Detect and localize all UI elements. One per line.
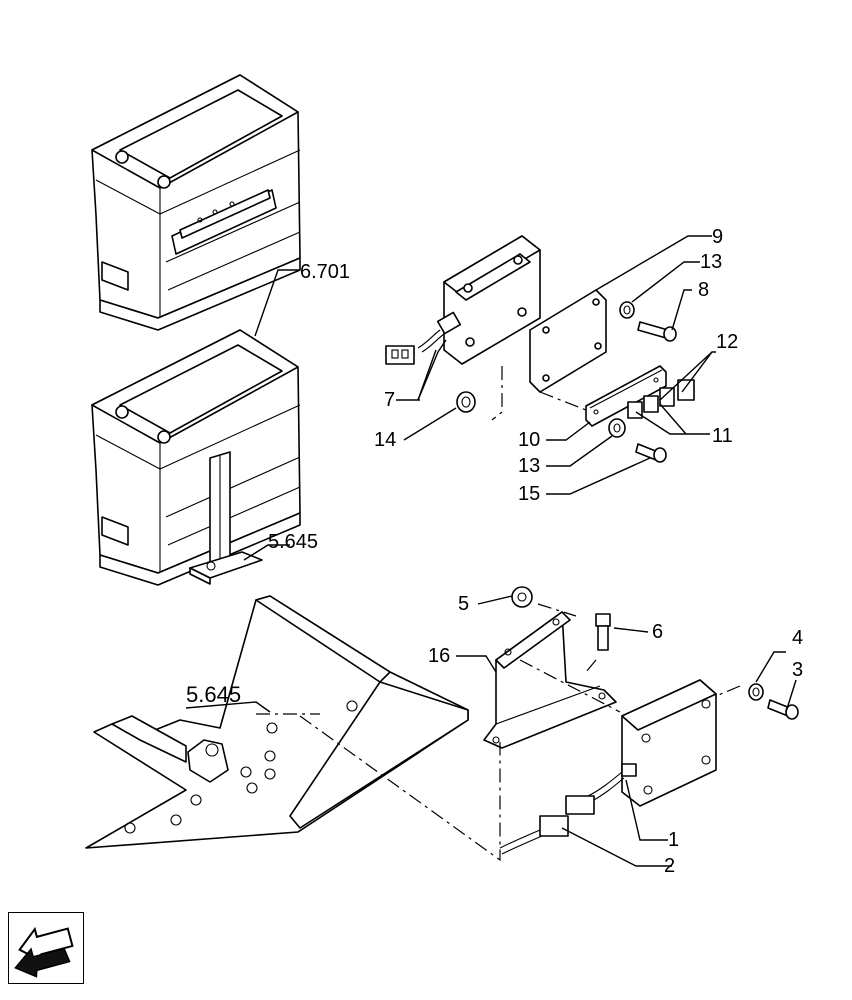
- frame-rail: [85, 595, 469, 849]
- nut-14: [456, 391, 476, 413]
- nut-5: [511, 586, 533, 608]
- callout-label: 6.701: [300, 261, 350, 283]
- callout-label: 7: [384, 389, 395, 411]
- callout-label: 14: [374, 429, 396, 451]
- screw-8: [637, 321, 677, 342]
- arrow-back-icon: [14, 926, 74, 978]
- callout-label: 9: [712, 226, 723, 248]
- callout-label: 5.645: [268, 531, 318, 553]
- upper-battery: [91, 74, 301, 331]
- callout-label: 11: [712, 425, 733, 447]
- relay-board: [585, 365, 695, 427]
- callout-label: 6: [652, 621, 663, 643]
- callout-label: 8: [698, 279, 709, 301]
- callout-label: 15: [518, 483, 540, 505]
- washer-13-lower: [608, 418, 626, 438]
- callout-label: 3: [792, 659, 803, 681]
- callout-label: 10: [518, 429, 540, 451]
- callout-label: 16: [428, 645, 450, 667]
- washer-4: [748, 683, 764, 701]
- callout-label: 5.645: [186, 682, 241, 707]
- callout-label: 13: [518, 455, 540, 477]
- callout-label: 12: [716, 331, 738, 353]
- screw-3: [767, 699, 799, 720]
- battery-support-post: [189, 451, 263, 585]
- lower-battery: [91, 329, 301, 586]
- back-arrow-button[interactable]: [8, 912, 84, 984]
- mounting-bracket: [483, 611, 617, 749]
- callout-label: 1: [668, 829, 679, 851]
- bolt-6: [595, 613, 611, 651]
- control-box-upper: [385, 235, 541, 365]
- callout-label: 4: [792, 627, 803, 649]
- callout-label: 5: [458, 593, 469, 615]
- washer-13-upper: [619, 301, 635, 319]
- control-box-lower: [499, 679, 717, 855]
- callout-label: 13: [700, 251, 722, 273]
- cover-plate: [529, 289, 607, 393]
- callout-label: 2: [664, 855, 675, 877]
- screw-15: [635, 443, 667, 463]
